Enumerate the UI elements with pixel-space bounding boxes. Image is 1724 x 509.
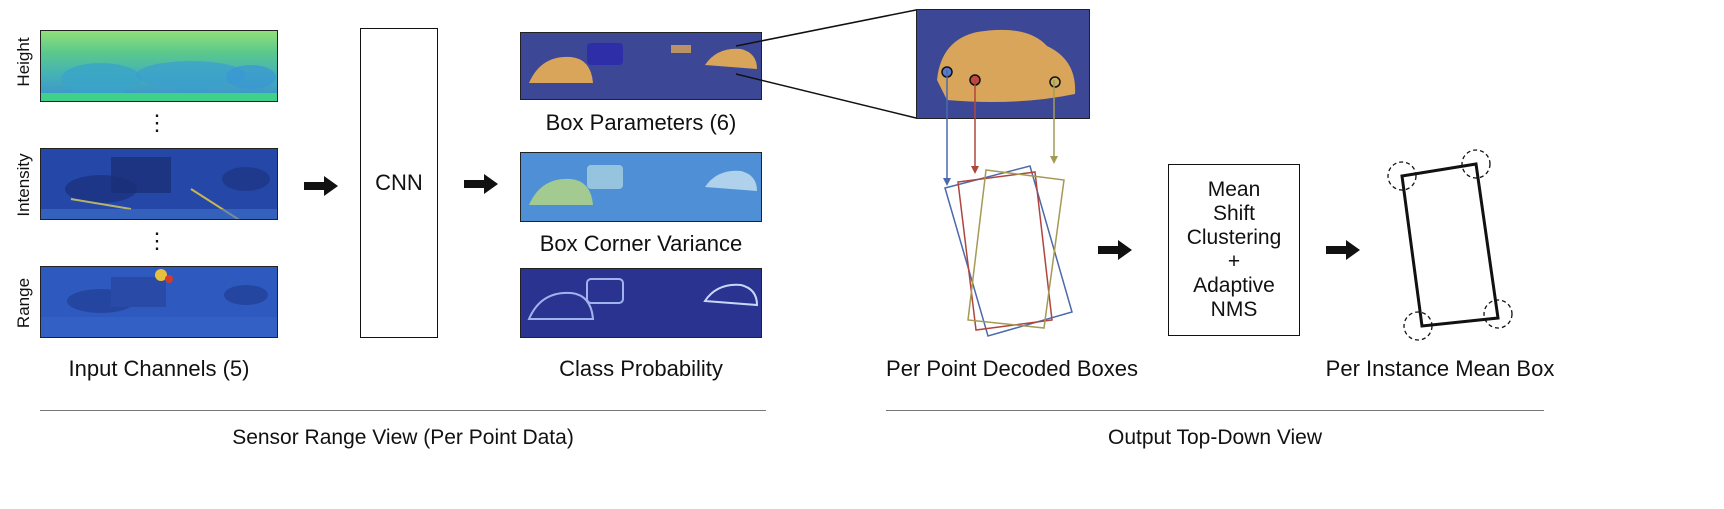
blue-arrowhead-icon: [943, 178, 951, 186]
box-parameters-texture: [529, 43, 757, 83]
arrow-to-mean-box-icon: [1326, 240, 1360, 260]
channel-ellipsis-1: ⋮: [146, 110, 168, 135]
corner-circle-top-right: [1461, 149, 1491, 179]
box-corner-variance-caption: Box Corner Variance: [539, 231, 743, 256]
class-probability-caption: Class Probability: [559, 356, 723, 381]
mean-box-diagram: [1387, 149, 1513, 341]
process-line-3: Clustering: [1186, 226, 1282, 249]
process-line-4: +: [1227, 250, 1241, 273]
arrow-from-cnn-icon: [464, 174, 498, 194]
range-channel-label: Range: [14, 277, 33, 329]
box-parameters-image: [520, 32, 762, 100]
intensity-channel-label: Intensity: [14, 153, 33, 217]
right-section-label: Output Top-Down View: [1107, 426, 1322, 449]
arrow-to-clustering-icon: [1098, 240, 1132, 260]
channel-ellipsis-2: ⋮: [146, 228, 168, 253]
cnn-block: CNN: [360, 28, 438, 338]
decoded-box-blue: [944, 165, 1073, 337]
box-corner-variance-texture: [529, 165, 757, 205]
cnn-label: CNN: [375, 170, 423, 195]
corner-circle-top-left: [1387, 161, 1417, 191]
box-parameters-caption: Box Parameters (6): [545, 110, 737, 135]
range-channel-texture: [41, 267, 277, 337]
height-channel-texture: [41, 61, 277, 101]
intensity-channel-image: [40, 148, 278, 220]
mean-box-caption: Per Instance Mean Box: [1325, 356, 1555, 381]
height-channel-label: Height: [14, 37, 33, 87]
decoded-boxes-caption: Per Point Decoded Boxes: [886, 356, 1138, 381]
process-line-2: Shift: [1212, 202, 1256, 225]
decoded-boxes-diagram: [943, 70, 1073, 337]
corner-circle-bottom-right: [1483, 299, 1513, 329]
olive-arrowhead-icon: [1050, 156, 1058, 164]
process-line-5: Adaptive: [1193, 274, 1275, 297]
right-section-divider: [886, 410, 1544, 411]
process-line-1: Mean: [1207, 178, 1261, 201]
arrow-to-cnn-icon: [304, 176, 338, 196]
decoded-box-red: [957, 171, 1053, 331]
mean-shift-clustering-block: Mean Shift Clustering + Adaptive NMS: [1168, 164, 1300, 336]
zoomed-car-image: [916, 9, 1090, 119]
input-channels-caption: Input Channels (5): [68, 356, 250, 381]
decoded-box-olive: [967, 169, 1065, 329]
left-section-divider: [40, 410, 766, 411]
left-section-label: Sensor Range View (Per Point Data): [232, 426, 574, 449]
height-channel-image: [40, 30, 278, 102]
intensity-channel-texture: [41, 149, 277, 219]
red-arrowhead-icon: [971, 166, 979, 174]
box-corner-variance-image: [520, 152, 762, 222]
process-line-6: NMS: [1210, 298, 1258, 321]
corner-circle-bottom-left: [1403, 311, 1433, 341]
range-channel-image: [40, 266, 278, 338]
class-probability-image: [520, 268, 762, 338]
class-probability-texture: [527, 278, 759, 320]
mean-box: [1400, 162, 1500, 328]
zoom-connector-lines: [735, 9, 917, 119]
